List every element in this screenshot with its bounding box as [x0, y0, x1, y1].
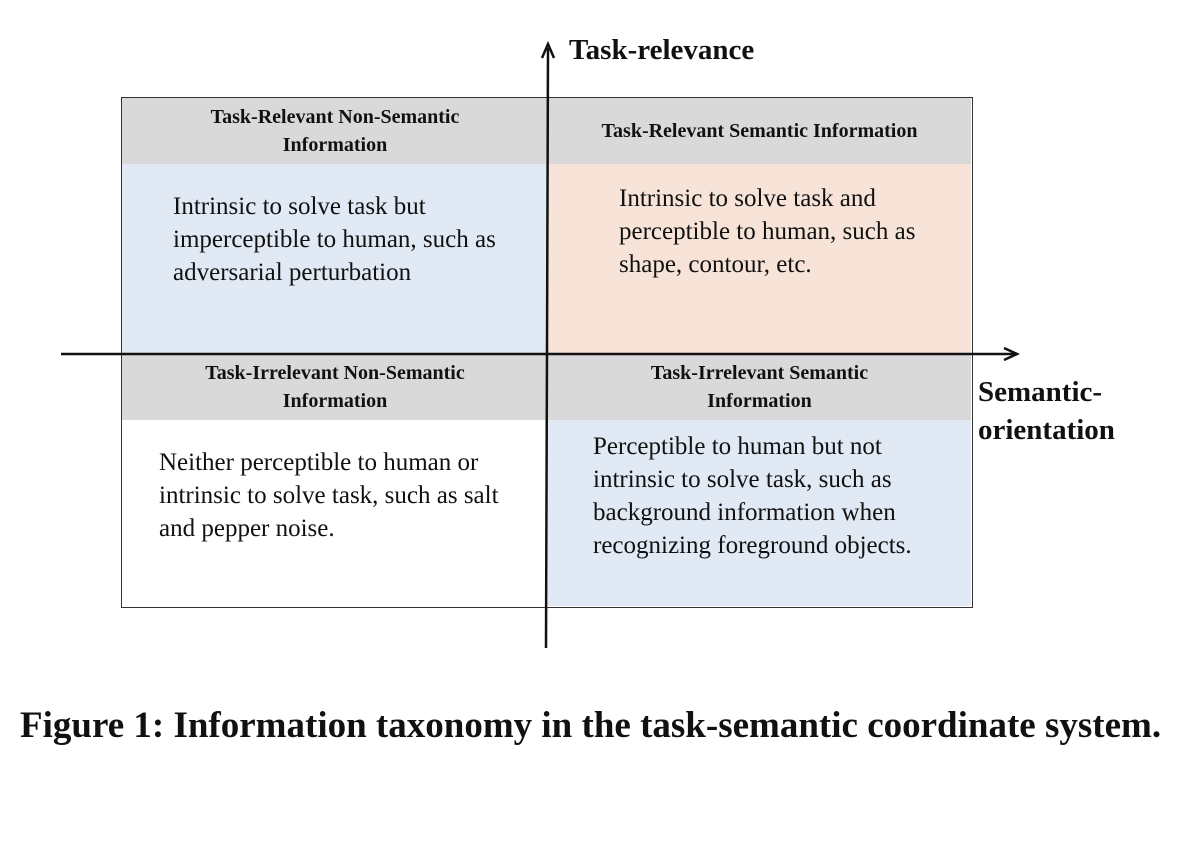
- quadrant-title: Task-Irrelevant Non-Semantic Information: [205, 362, 465, 412]
- quadrant-description: Perceptible to human but not intrinsic t…: [593, 433, 912, 559]
- taxonomy-diagram: Task-Relevant Non-Semantic Information I…: [61, 34, 1115, 649]
- quadrant-description: Intrinsic to solve task but imperceptibl…: [173, 193, 496, 286]
- y-axis-line: [544, 47, 550, 649]
- coordinate-axes: [61, 40, 1020, 649]
- figure-caption: Figure 1: Information taxonomy in the ta…: [20, 705, 1162, 746]
- quadrant-title: Task-Relevant Semantic Information: [601, 120, 918, 142]
- quadrant-header: Task-Relevant Semantic Information: [548, 98, 971, 164]
- quadrant-task-irrelevant-non-semantic: Task-Irrelevant Non-Semantic Information…: [122, 354, 548, 606]
- y-axis-label: Task-relevance: [569, 34, 755, 66]
- quadrant-description: Intrinsic to solve task and perceptible …: [619, 185, 916, 278]
- x-axis-label: Semantic-orientation: [978, 376, 1115, 446]
- quadrant-task-relevant-non-semantic: Task-Relevant Non-Semantic Information I…: [122, 98, 548, 354]
- quadrant-header: Task-Irrelevant Semantic Information: [548, 354, 971, 420]
- quadrant-title: Task-Irrelevant Semantic Information: [650, 362, 869, 412]
- y-axis-arrowhead-icon: [540, 40, 556, 59]
- x-axis-arrowhead-icon: [1003, 346, 1020, 362]
- quadrant-header: Task-Relevant Non-Semantic Information: [122, 98, 548, 164]
- quadrant-task-relevant-semantic: Task-Relevant Semantic Information Intri…: [548, 98, 971, 354]
- quadrant-title: Task-Relevant Non-Semantic Information: [210, 106, 460, 156]
- quadrant-task-irrelevant-semantic: Task-Irrelevant Semantic Information Per…: [548, 354, 971, 606]
- quadrant-description: Neither perceptible to human or intrinsi…: [159, 449, 499, 542]
- quadrant-header: Task-Irrelevant Non-Semantic Information: [122, 354, 548, 420]
